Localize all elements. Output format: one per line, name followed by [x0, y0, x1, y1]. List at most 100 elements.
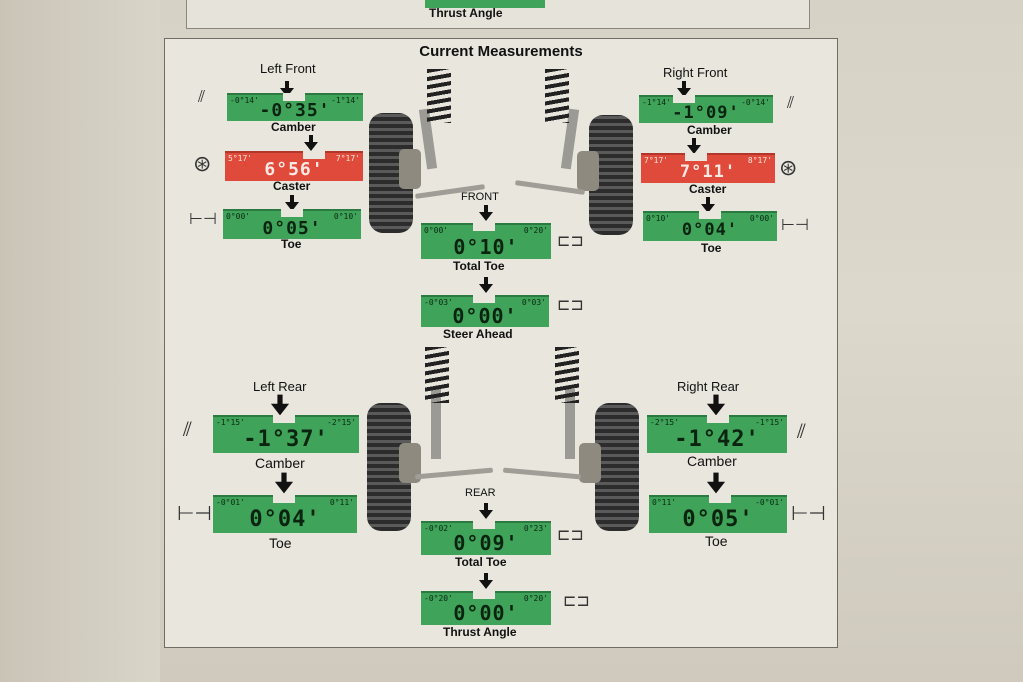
steer-ahead-caption: Steer Ahead	[443, 327, 513, 341]
reading-value: -0°35'	[259, 100, 331, 121]
range-low: -2°15'	[650, 418, 679, 427]
reading-value: 0°05'	[682, 507, 754, 532]
right-rear-camber-arrow	[706, 394, 726, 416]
previous-bar	[425, 0, 545, 8]
camber-gauge-icon: ⫽	[183, 419, 192, 441]
range-high: 0°23'	[523, 524, 548, 533]
range-low: -0°01'	[216, 498, 245, 507]
rear-total-toe-caption: Total Toe	[455, 555, 507, 569]
range-low: -1°14'	[642, 98, 671, 107]
page-title: Current Measurements	[419, 43, 583, 60]
left-rear-toe-arrow	[274, 472, 294, 494]
steer-ahead-icon: ⊏⊐	[557, 297, 584, 314]
measurement-sheet: Current Measurements Left Front ⫽ -0°14'…	[164, 38, 838, 648]
range-high: 0°11'	[329, 498, 354, 507]
previous-section-box: Thrust Angle	[186, 0, 810, 29]
rear-total-toe-arrow	[479, 503, 493, 519]
range-low: -0°20'	[424, 594, 453, 603]
rear-label: REAR	[465, 487, 496, 499]
reading-value: 0°04'	[681, 220, 739, 240]
left-front-label: Left Front	[260, 61, 316, 76]
range-high: -2°15'	[327, 418, 356, 427]
left-rear-camber-bar: -1°15' -2°15' -1°37'	[213, 415, 359, 453]
reading-value: 0°05'	[262, 218, 322, 239]
right-front-caster-arrow	[687, 138, 701, 154]
range-low: -0°14'	[230, 96, 259, 105]
left-front-camber-bar: -0°14' -1°14' -0°35'	[227, 93, 363, 121]
toe-gauge-icon: ⊢⊣	[791, 503, 826, 525]
right-rear-toe-caption: Toe	[705, 533, 728, 549]
previous-caption: Thrust Angle	[429, 6, 503, 20]
thrust-angle-bar: -0°20' 0°20' 0°00'	[421, 591, 551, 625]
reading-value: 0°04'	[249, 507, 321, 532]
range-low: 7°17'	[644, 156, 669, 165]
left-rear-camber-arrow	[270, 394, 290, 416]
range-high: 0°10'	[333, 212, 358, 221]
camber-gauge-icon: ⫽	[797, 421, 806, 443]
range-low: 0°11'	[652, 498, 677, 507]
total-toe-icon: ⊏⊐	[557, 527, 584, 544]
thrust-angle-caption: Thrust Angle	[443, 625, 517, 639]
range-low: 5°17'	[228, 154, 253, 163]
right-front-camber-bar: -1°14' -0°14' -1°09'	[639, 95, 773, 123]
front-total-toe-caption: Total Toe	[453, 259, 505, 273]
left-front-toe-bar: 0°00' 0°10' 0°05'	[223, 209, 361, 239]
range-high: 0°03'	[521, 298, 546, 307]
front-total-toe-bar: 0°00' 0°20' 0°10'	[421, 223, 551, 259]
reading-value: 7°11'	[679, 162, 737, 182]
left-front-toe-caption: Toe	[281, 237, 302, 251]
background-shadow	[0, 0, 160, 682]
range-low: 0°10'	[646, 214, 671, 223]
range-low: -0°03'	[424, 298, 453, 307]
toe-gauge-icon: ⊢⊣	[781, 217, 809, 234]
left-rear-toe-bar: -0°01' 0°11' 0°04'	[213, 495, 357, 533]
range-high: -0°14'	[741, 98, 770, 107]
left-front-camber-arrow	[280, 81, 294, 97]
right-front-toe-bar: 0°10' 0°00' 0°04'	[643, 211, 777, 241]
rear-total-toe-bar: -0°02' 0°23' 0°09'	[421, 521, 551, 555]
right-front-label: Right Front	[663, 65, 728, 80]
total-toe-icon: ⊏⊐	[557, 233, 584, 250]
left-rear-label: Left Rear	[253, 379, 307, 394]
right-front-camber-caption: Camber	[687, 123, 732, 137]
left-front-caster-bar: 5°17' 7°17' 6°56'	[225, 151, 363, 181]
range-low: 0°00'	[226, 212, 251, 221]
caster-gauge-icon: ⊛	[193, 151, 212, 176]
range-high: 0°20'	[523, 226, 548, 235]
range-low: 0°00'	[424, 226, 449, 235]
thrust-angle-icon: ⊏⊐	[563, 593, 590, 610]
right-front-camber-arrow	[677, 81, 691, 97]
right-front-caster-caption: Caster	[689, 182, 727, 196]
reading-value: 0°09'	[453, 531, 519, 555]
camber-gauge-icon: ⫽	[787, 95, 795, 112]
front-label: FRONT	[461, 191, 499, 203]
range-high: 0°00'	[749, 214, 774, 223]
right-front-toe-arrow	[701, 197, 715, 213]
range-high: -0°01'	[755, 498, 784, 507]
reading-value: -1°09'	[672, 103, 740, 123]
right-rear-label: Right Rear	[677, 379, 740, 394]
thrust-angle-arrow	[479, 573, 493, 589]
right-front-caster-bar: 7°17' 8°17' 7°11'	[641, 153, 775, 183]
right-rear-camber-caption: Camber	[687, 453, 737, 469]
left-front-caster-arrow	[304, 135, 318, 151]
range-high: 0°20'	[523, 594, 548, 603]
range-high: 7°17'	[335, 154, 360, 163]
right-rear-toe-arrow	[706, 472, 726, 494]
left-front-caster-caption: Caster	[273, 179, 311, 193]
steer-ahead-bar: -0°03' 0°03' 0°00'	[421, 295, 549, 328]
camber-gauge-icon: ⫽	[198, 89, 206, 106]
caster-gauge-icon: ⊛	[779, 155, 798, 180]
toe-gauge-icon: ⊢⊣	[189, 211, 217, 228]
reading-value: 6°56'	[264, 159, 324, 180]
range-high: -1°15'	[755, 418, 784, 427]
front-total-toe-arrow	[479, 205, 493, 221]
reading-value: 0°00'	[453, 601, 519, 625]
steer-ahead-arrow	[479, 277, 493, 293]
left-front-toe-arrow	[285, 195, 299, 211]
toe-gauge-icon: ⊢⊣	[177, 503, 212, 525]
range-low: -0°02'	[424, 524, 453, 533]
reading-value: 0°10'	[453, 235, 519, 259]
range-low: -1°15'	[216, 418, 245, 427]
left-front-camber-caption: Camber	[271, 120, 316, 134]
